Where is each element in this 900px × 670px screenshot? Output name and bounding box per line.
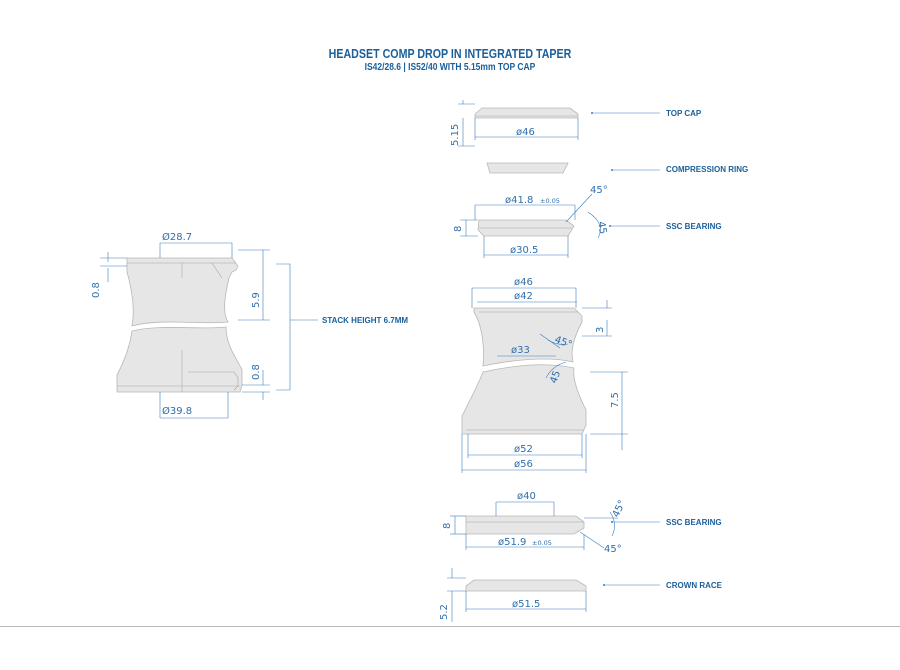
upper-bearing: ø41.8 ±0.05 8 ø30.5 45° 45	[453, 185, 660, 258]
upper-bearing-dim-height: 8	[453, 226, 464, 232]
frame-dim-bottom-outer: ø56	[514, 459, 533, 470]
callout-top-cap: TOP CAP	[666, 109, 702, 118]
assembly-dim-bottom-right-height: 0.8	[251, 364, 262, 380]
drawing-title: HEADSET COMP DROP IN INTEGRATED TAPER	[328, 46, 572, 61]
assembly-dim-top-left-height: 0.8	[91, 282, 102, 298]
assembly-dim-bottom-diameter: Ø39.8	[162, 405, 192, 417]
stack-height-bracket	[276, 263, 291, 391]
assembly-lower-body	[116, 326, 243, 393]
frame-head-tube: ø46 ø42 3 ø33 45° 45 7.5 ø52 ø56	[461, 277, 628, 473]
assembly-view: Ø28.7 0.8 5.9 0.8 Ø39.8	[91, 231, 318, 419]
lower-bearing: ø40 8 ø51.9 ±0.05 45° 45°	[442, 491, 660, 555]
lower-bearing-dim-inner: ø40	[517, 491, 536, 502]
callout-stack-height: STACK HEIGHT 6.7MM	[322, 316, 409, 325]
lower-bearing-angle-bottom: 45°	[604, 544, 622, 555]
assembly-dim-top-right-height: 5.9	[251, 292, 262, 308]
callout-ssc-bearing-upper: SSC BEARING	[666, 222, 722, 231]
drawing-subtitle: IS42/28.6 | IS52/40 WITH 5.15mm TOP CAP	[364, 62, 536, 73]
upper-bearing-angle-side: 45	[595, 221, 608, 235]
frame-dim-top-inner: ø42	[514, 291, 533, 302]
crown-race: 5.2 ø51.5	[439, 568, 660, 622]
frame-dim-bore: ø33	[511, 345, 530, 356]
top-cap: 5.15 ø46	[450, 100, 660, 147]
top-cap-dim-diameter: ø46	[516, 127, 535, 138]
assembly-upper-body	[126, 257, 239, 327]
frame-upper-section	[473, 307, 583, 367]
upper-bearing-dim-outer: ø41.8	[505, 195, 533, 206]
top-cap-dim-height: 5.15	[450, 124, 461, 146]
assembly-dim-top-diameter: Ø28.7	[162, 231, 192, 243]
lower-bearing-dim-tol: ±0.05	[532, 539, 552, 547]
frame-dim-bottom-inner: ø52	[514, 444, 533, 455]
crown-race-dim-height: 5.2	[439, 604, 450, 620]
frame-dim-top-outer: ø46	[514, 277, 533, 288]
lower-bearing-dim-height: 8	[442, 523, 453, 529]
footer-divider	[0, 626, 900, 627]
upper-bearing-dim-inner: ø30.5	[510, 245, 538, 256]
upper-bearing-dim-tol: ±0.05	[540, 197, 560, 205]
callout-ssc-bearing-lower: SSC BEARING	[666, 518, 722, 527]
crown-race-dim-diameter: ø51.5	[512, 599, 540, 610]
lower-bearing-dim-outer: ø51.9	[498, 537, 526, 548]
callout-crown-race: CROWN RACE	[666, 581, 722, 590]
compression-ring	[486, 162, 660, 174]
lower-bearing-angle-side: 45°	[611, 499, 628, 520]
upper-bearing-angle-top: 45°	[590, 185, 608, 196]
callout-compression-ring: COMPRESSION RING	[666, 165, 749, 174]
frame-angle-bottom: 45	[548, 369, 563, 385]
frame-dim-bottom-height: 7.5	[610, 392, 621, 408]
frame-lower-section	[461, 364, 587, 435]
frame-dim-top-height: 3	[595, 327, 606, 333]
